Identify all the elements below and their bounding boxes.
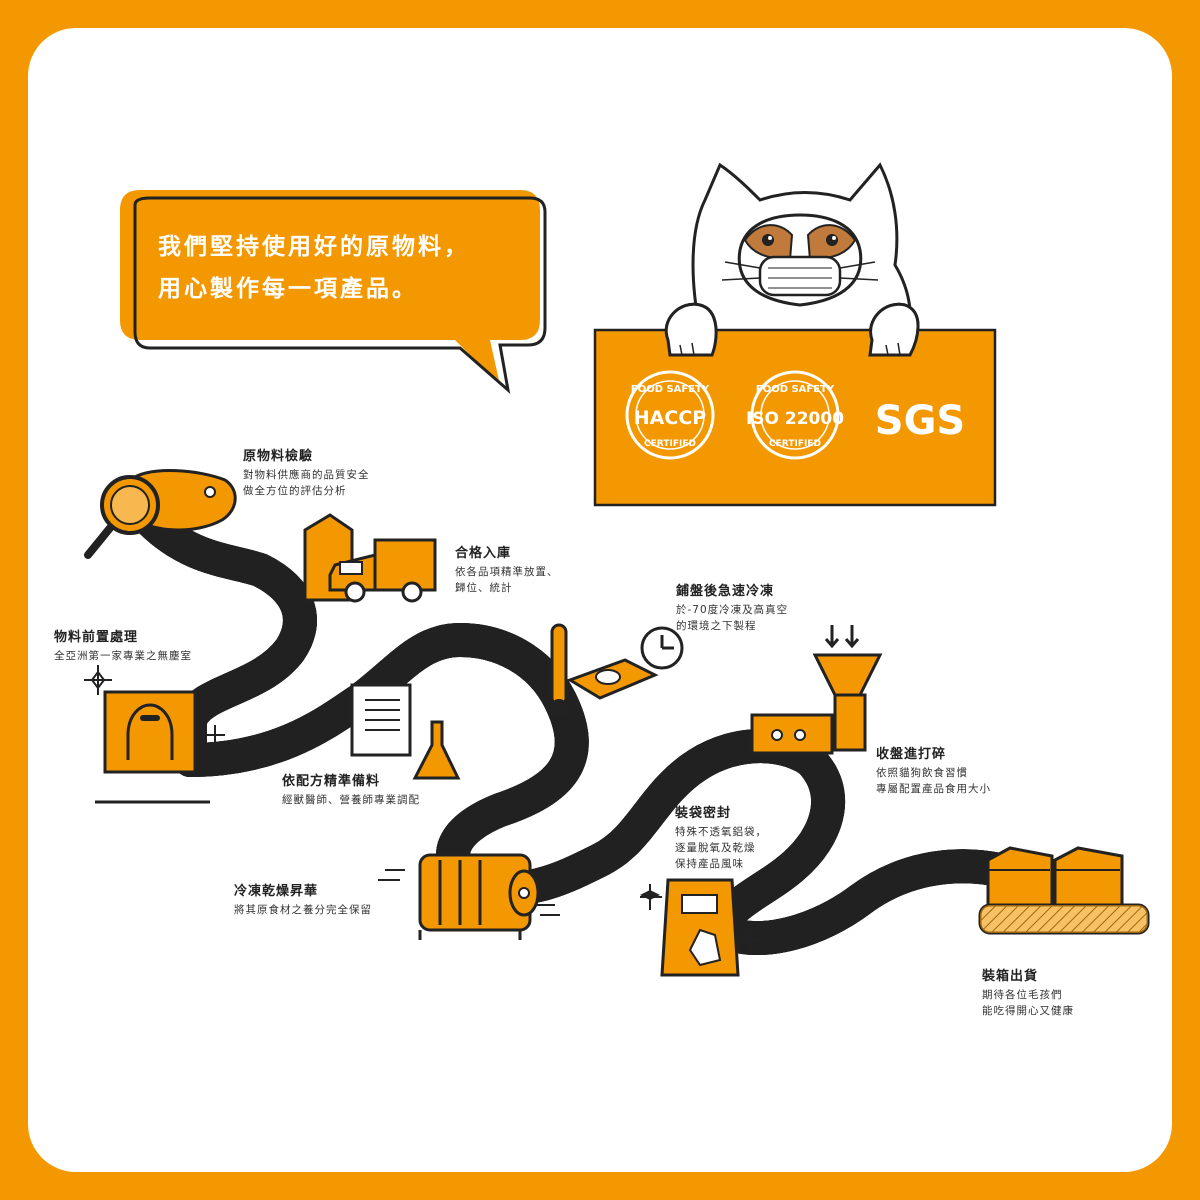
- step-shipping: 裝箱出貨 期待各位毛孩們 能吃得開心又健康: [982, 965, 1074, 1019]
- haccp-main: HACCP: [634, 407, 706, 429]
- iso-main: ISO 22000: [746, 409, 844, 429]
- warehouse-truck-icon: [303, 513, 437, 603]
- bubble-text: 我們堅持使用好的原物料， 用心製作每一項產品。: [158, 226, 518, 310]
- step-title: 裝箱出貨: [982, 969, 1039, 984]
- step-preprocessing: 物料前置處理 全亞洲第一家專業之無塵室: [54, 626, 192, 664]
- step-desc: 期待各位毛孩們: [982, 989, 1063, 1001]
- haccp-badge: FOOD SAFETY HACCP CERTIFIED: [625, 370, 715, 460]
- iso-ring-bottom: CERTIFIED: [769, 439, 821, 449]
- step-freeze-drying: 冷凍乾燥昇華 將其原食材之養分完全保留: [234, 880, 372, 918]
- haccp-ring-top: FOOD SAFETY: [631, 384, 710, 395]
- inspection-icon: [84, 469, 237, 559]
- iso-badge: FOOD SAFETY ISO 22000 CERTIFIED: [746, 370, 844, 460]
- certification-board: FOOD SAFETY HACCP CERTIFIED FOOD SAFETY …: [593, 302, 997, 507]
- step-title: 冷凍乾燥昇華: [234, 884, 319, 899]
- grinder-icon: [750, 625, 883, 755]
- step-title: 原物料檢驗: [243, 449, 314, 464]
- haccp-ring-bottom: CERTIFIED: [644, 439, 696, 449]
- step-flash-freezing: 鋪盤後急速冷凍 於-70度冷凍及高真空 的環境之下製程: [676, 580, 788, 634]
- step-desc: 依各品項精準放置、: [455, 566, 559, 578]
- step-warehousing: 合格入庫 依各品項精準放置、 歸位、統計: [455, 542, 559, 596]
- step-bag-sealing: 裝袋密封 特殊不透氧鋁袋， 逐量脫氧及乾燥 保持產品風味: [675, 802, 767, 872]
- cleanroom-icon: [84, 665, 225, 804]
- step-formula-preparation: 依配方精準備料 經獸醫師、營養師專業調配: [282, 770, 420, 808]
- step-title: 收盤進打碎: [876, 747, 947, 762]
- recipe-flask-icon: [350, 683, 461, 780]
- step-desc: 做全方位的評估分析: [243, 485, 347, 497]
- sgs-logo: SGS: [875, 398, 965, 444]
- step-title: 鋪盤後急速冷凍: [676, 584, 775, 599]
- step-desc: 對物料供應商的品質安全: [243, 469, 370, 481]
- step-desc: 歸位、統計: [455, 582, 513, 594]
- bubble-line-1: 我們堅持使用好的原物料，: [158, 234, 470, 260]
- cat-mascot: [664, 162, 920, 357]
- step-desc: 保持產品風味: [675, 858, 744, 870]
- bubble-line-2: 用心製作每一項產品。: [158, 276, 418, 302]
- freeze-dryer-icon: [378, 853, 560, 940]
- step-grinding: 收盤進打碎 依照貓狗飲食習慣 專屬配置產品食用大小: [876, 743, 991, 797]
- step-desc: 的環境之下製程: [676, 620, 757, 632]
- content-card: FOOD SAFETY HACCP CERTIFIED FOOD SAFETY …: [28, 28, 1172, 1172]
- process-illustration: FOOD SAFETY HACCP CERTIFIED FOOD SAFETY …: [84, 162, 1150, 977]
- freezing-tray-icon: [550, 623, 684, 717]
- shipping-boxes-icon: [978, 846, 1150, 935]
- step-title: 裝袋密封: [675, 806, 732, 821]
- iso-ring-top: FOOD SAFETY: [756, 384, 835, 395]
- step-desc: 專屬配置產品食用大小: [876, 783, 991, 795]
- step-desc: 依照貓狗飲食習慣: [876, 767, 968, 779]
- step-desc: 特殊不透氧鋁袋，: [675, 826, 767, 838]
- step-desc: 經獸醫師、營養師專業調配: [282, 794, 420, 806]
- step-title: 依配方精準備料: [282, 774, 381, 789]
- conveyor-belt: [133, 503, 1017, 938]
- speech-bubble: [120, 190, 547, 394]
- step-desc: 能吃得開心又健康: [982, 1005, 1074, 1017]
- step-desc: 於-70度冷凍及高真空: [676, 604, 789, 616]
- step-title: 物料前置處理: [54, 630, 139, 645]
- step-title: 合格入庫: [455, 546, 512, 561]
- step-desc: 將其原食材之養分完全保留: [234, 904, 372, 916]
- step-desc: 全亞洲第一家專業之無塵室: [54, 650, 192, 662]
- sealed-bag-icon: [640, 878, 762, 977]
- step-desc: 逐量脫氧及乾燥: [675, 842, 756, 854]
- step-raw-material-inspection: 原物料檢驗 對物料供應商的品質安全 做全方位的評估分析: [243, 445, 370, 499]
